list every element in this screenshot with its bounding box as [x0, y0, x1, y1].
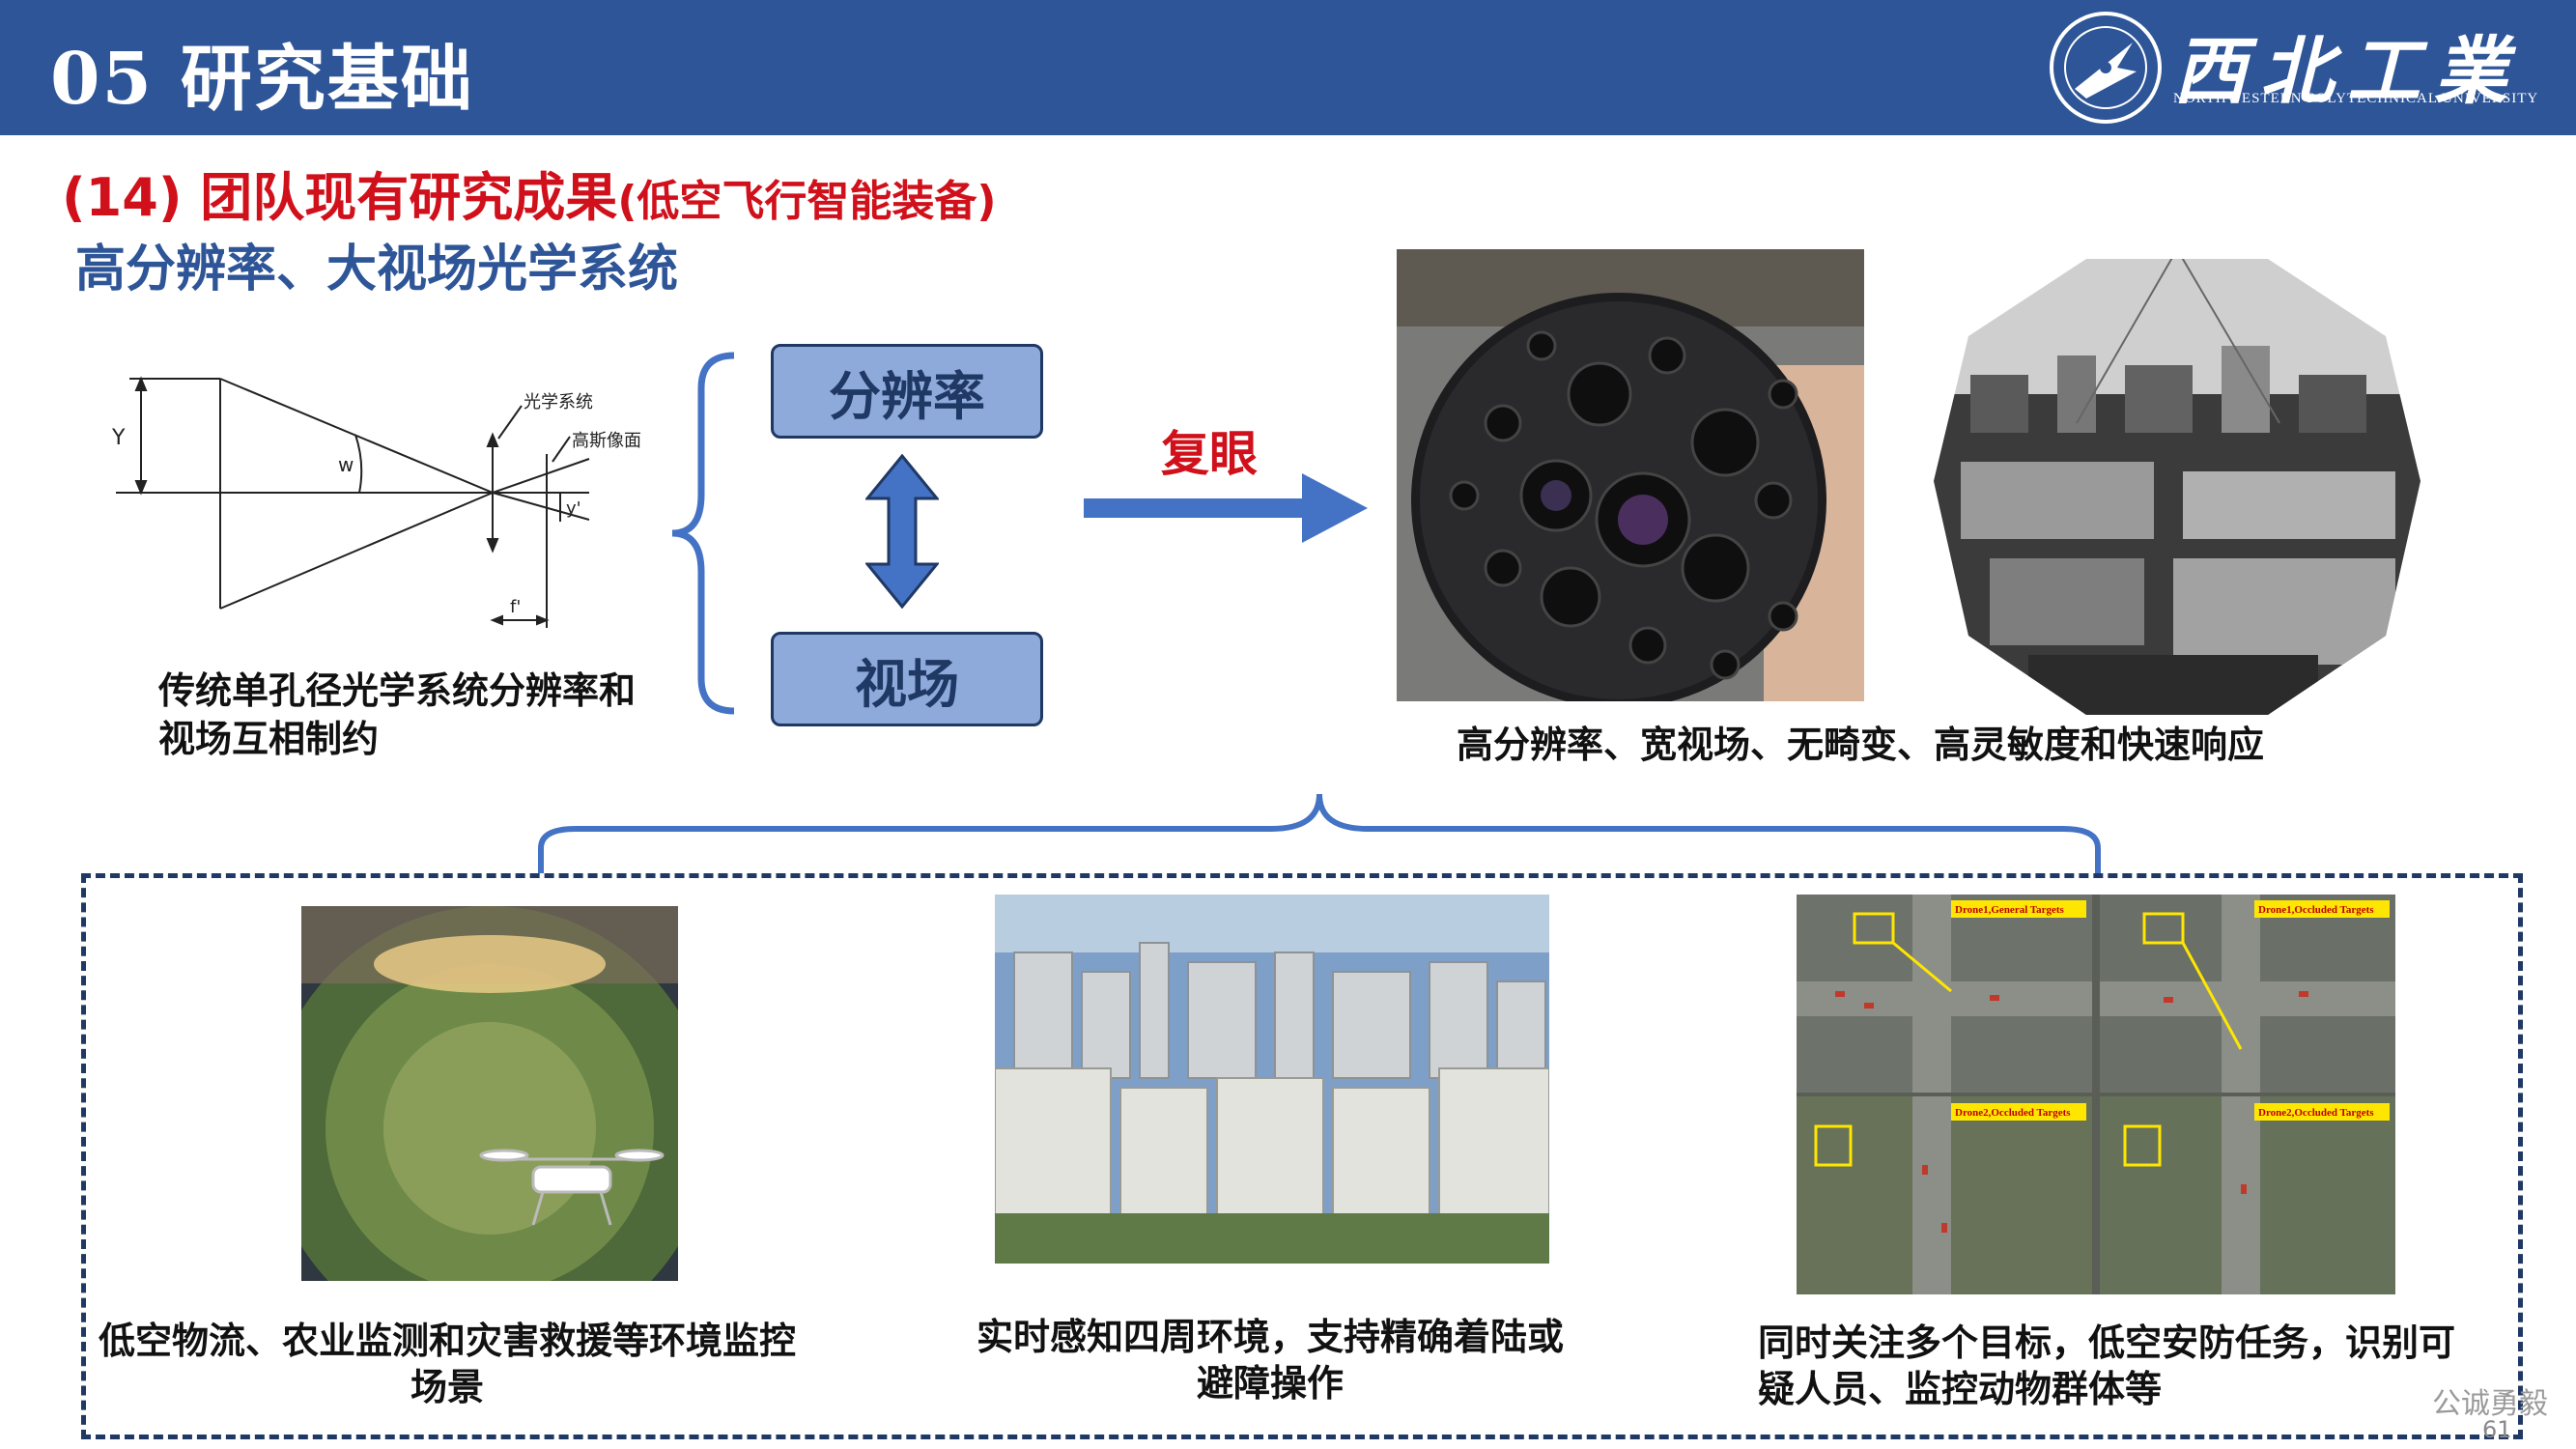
optics-diagram: Y w y' f' 光学系统 高斯像面 — [111, 376, 641, 628]
label-gauss-image-plane: 高斯像面 — [572, 431, 641, 451]
application-caption-3: 同时关注多个目标，低空安防任务，识别可疑人员、监控动物群体等 — [1758, 1321, 2456, 1410]
aerial-city-image — [995, 895, 1549, 1264]
page-title: 05 研究基础 — [50, 38, 474, 121]
traffic-panel-label-3: Drone2,Occluded Targets — [1955, 1107, 2071, 1119]
drone-fisheye-farmland-image — [301, 906, 678, 1281]
right-caption: 高分辨率、宽视场、无畸变、高灵敏度和快速响应 — [1457, 724, 2265, 766]
application-caption-2: 实时感知四周环境，支持精确着陆或避障操作 — [976, 1316, 1564, 1405]
fisheye-city-image — [1932, 249, 2422, 724]
compound-eye-label: 复眼 — [1161, 426, 1258, 482]
section-heading-main: (14) 团队现有研究成果 — [62, 167, 618, 228]
label-y: Y — [111, 426, 126, 450]
multi-target-traffic-image: Drone1,General Targets Drone1,Occluded T… — [1797, 895, 2395, 1294]
left-caption: 传统单孔径光学系统分辨率和视场互相制约 — [158, 669, 637, 760]
label-y-prime: y' — [566, 498, 581, 519]
application-caption-1: 低空物流、农业监测和灾害救援等环境监控场景 — [98, 1320, 796, 1408]
university-name-cn: 西北工業大學 — [2173, 28, 2521, 220]
sub-heading: 高分辨率、大视场光学系统 — [75, 241, 679, 298]
double-arrow-icon — [865, 454, 939, 609]
traffic-panel-label-1: Drone1,General Targets — [1955, 904, 2065, 916]
page-number: 61 — [2482, 1416, 2512, 1443]
label-f-prime: f' — [510, 597, 521, 617]
field-of-view-box: 视场 — [771, 632, 1043, 726]
traffic-panel-label-2: Drone1,Occluded Targets — [2258, 904, 2374, 916]
watermark: 公诚勇毅 — [2432, 1387, 2548, 1421]
resolution-box: 分辨率 — [771, 344, 1043, 439]
top-brace-icon — [538, 793, 2101, 873]
section-heading-paren: (低空飞行智能装备) — [617, 177, 997, 226]
right-arrow-icon — [1084, 473, 1368, 543]
left-brace-icon — [671, 352, 735, 715]
compound-eye-camera-image — [1397, 249, 1864, 701]
label-w: w — [338, 453, 354, 476]
university-name-en: NORTHWESTERN POLYTECHNICAL UNIVERSITY — [2173, 91, 2539, 106]
section-heading: (14) 团队现有研究成果(低空飞行智能装备) — [62, 155, 997, 231]
label-optical-system: 光学系统 — [524, 392, 593, 412]
applications-dashed-frame — [81, 873, 2523, 1439]
traffic-panel-label-4: Drone2,Occluded Targets — [2258, 1107, 2374, 1119]
university-seal-icon — [2050, 12, 2162, 124]
